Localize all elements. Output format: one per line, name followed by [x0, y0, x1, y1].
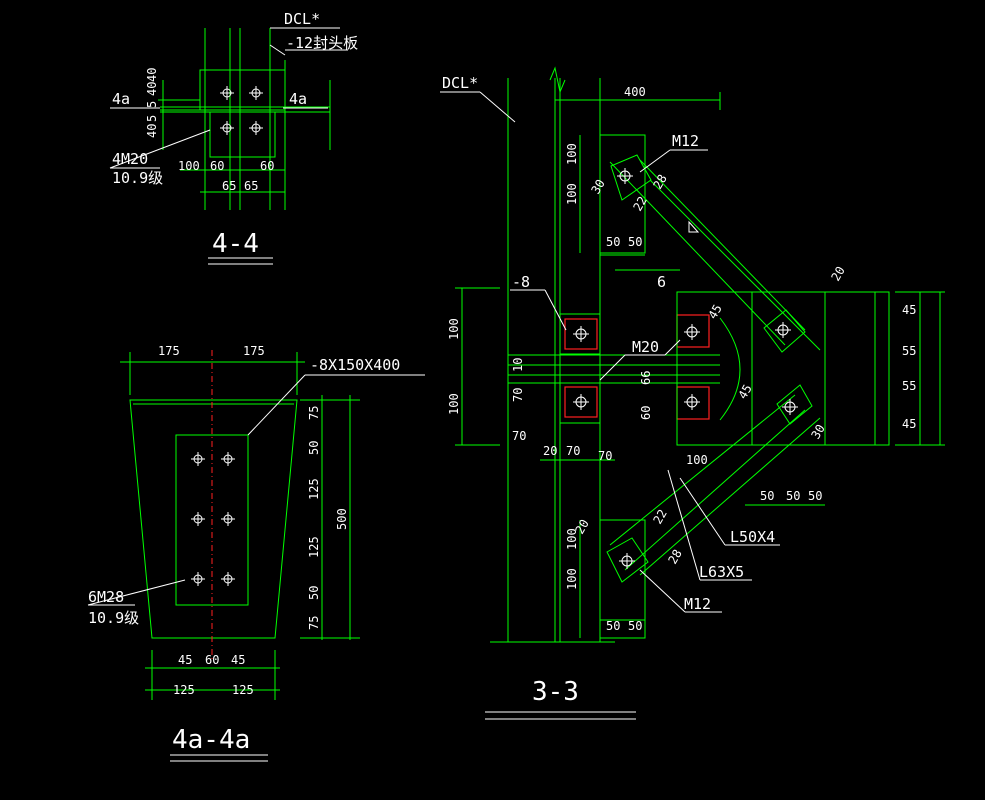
dim-m70b: 70 [512, 429, 526, 443]
view-4a-4a: 175 175 -8X150X400 75 50 125 125 50 75 5… [87, 344, 425, 762]
dim-m70d: 70 [598, 449, 612, 463]
dim-d30b: 30 [808, 422, 827, 442]
dim-v40c: 40 [145, 124, 159, 138]
dim-b50a: 50 [760, 489, 774, 503]
dim-r125b: 125 [307, 536, 321, 558]
bolts-3-3 [573, 168, 798, 569]
dim-m70c: 70 [566, 444, 580, 458]
dim-m70a: 70 [511, 388, 525, 402]
dim-h65a: 65 [222, 179, 236, 193]
dim-m45a: 45 [705, 302, 724, 322]
dim-top-175b: 175 [243, 344, 265, 358]
end-plate-label: -12封头板 [286, 34, 358, 52]
dim-h60a: 60 [210, 159, 224, 173]
dim-v40b: 40 [145, 68, 159, 82]
dim-d22b: 22 [650, 507, 669, 527]
dim-r500: 500 [335, 508, 349, 530]
dim-l100c: 100 [447, 318, 461, 340]
dim-b60: 60 [205, 653, 219, 667]
dim-r45b: 45 [902, 417, 916, 431]
plate-spec-label: -8X150X400 [310, 356, 400, 374]
dim-b45a: 45 [178, 653, 192, 667]
dim-d28b: 28 [665, 547, 684, 567]
dim-h50c: 50 [606, 619, 620, 633]
angle-l63x5: L63X5 [699, 563, 744, 581]
dim-m10: 10 [511, 358, 525, 372]
dim-h50d: 50 [628, 619, 642, 633]
bolt-grade-4-4: 10.9级 [112, 169, 163, 187]
dim-r55a: 55 [902, 344, 916, 358]
weld-6-label: 6 [657, 273, 666, 291]
dim-b45b: 45 [231, 653, 245, 667]
bolt-group-6m28 [191, 452, 235, 586]
dim-r125a: 125 [307, 478, 321, 500]
dim-h100: 100 [178, 159, 200, 173]
dim-h50a: 50 [606, 235, 620, 249]
section-4a-right: 4a [289, 90, 307, 108]
view-3-3: DCL* 400 M12 100 100 30 28 22 50 50 6 -8… [440, 66, 945, 720]
view-title-3-3: 3-3 [532, 677, 579, 707]
bolt-m20-label: M20 [632, 338, 659, 356]
dcl-label-3-3: DCL* [442, 74, 478, 92]
bolt-spec-6m28: 6M28 [88, 588, 124, 606]
section-4a-left: 4a [112, 90, 130, 108]
bolt-grade-4a: 10.9级 [88, 609, 139, 627]
dim-r50b: 50 [307, 586, 321, 600]
dim-v5b: 5 [145, 115, 159, 122]
dim-d22a: 22 [630, 194, 649, 214]
dim-r45a: 45 [902, 303, 916, 317]
plate-8-label: -8 [512, 273, 530, 291]
bolt-spec-4m20: 4M20 [112, 150, 148, 168]
dcl-label-top: DCL* [284, 10, 320, 28]
dim-d30: 30 [588, 177, 607, 197]
dim-d20b: 20 [572, 517, 591, 537]
dim-v40a: 40 [145, 82, 159, 96]
dim-h50b: 50 [628, 235, 642, 249]
dim-m45b: 45 [735, 382, 754, 402]
dim-b50c: 50 [808, 489, 822, 503]
dim-r55b: 55 [902, 379, 916, 393]
dim-r75b: 75 [307, 616, 321, 630]
view-title-4-4: 4-4 [212, 229, 259, 259]
bolt-m12-bottom: M12 [684, 595, 711, 613]
dim-r50a: 50 [307, 441, 321, 455]
dim-b125a: 125 [173, 683, 195, 697]
dim-m20: 20 [543, 444, 557, 458]
dim-d28a: 28 [650, 172, 669, 192]
dim-h65b: 65 [244, 179, 258, 193]
dim-l100d: 100 [447, 393, 461, 415]
dim-l100f: 100 [565, 568, 579, 590]
dim-r75a: 75 [307, 406, 321, 420]
view-4-4: DCL* -12封头板 4a 4a 4M20 10.9级 40 5 40 40 … [109, 10, 358, 265]
dim-m60: 60 [639, 406, 653, 420]
dim-v5: 5 [145, 101, 159, 108]
dim-l100e: 100 [565, 528, 579, 550]
dim-h60b: 60 [260, 159, 274, 173]
dim-d20: 20 [828, 264, 847, 284]
dim-h100m: 100 [686, 453, 708, 467]
dim-b50b: 50 [786, 489, 800, 503]
view-title-4a-4a: 4a-4a [172, 725, 250, 755]
dim-b125b: 125 [232, 683, 254, 697]
dim-l100a: 100 [565, 143, 579, 165]
angle-l50x4: L50X4 [730, 528, 775, 546]
dim-top-175a: 175 [158, 344, 180, 358]
dim-m66: 66 [639, 371, 653, 385]
bolt-m12-top: M12 [672, 132, 699, 150]
dim-l100b: 100 [565, 183, 579, 205]
dim-top-400: 400 [624, 85, 646, 99]
